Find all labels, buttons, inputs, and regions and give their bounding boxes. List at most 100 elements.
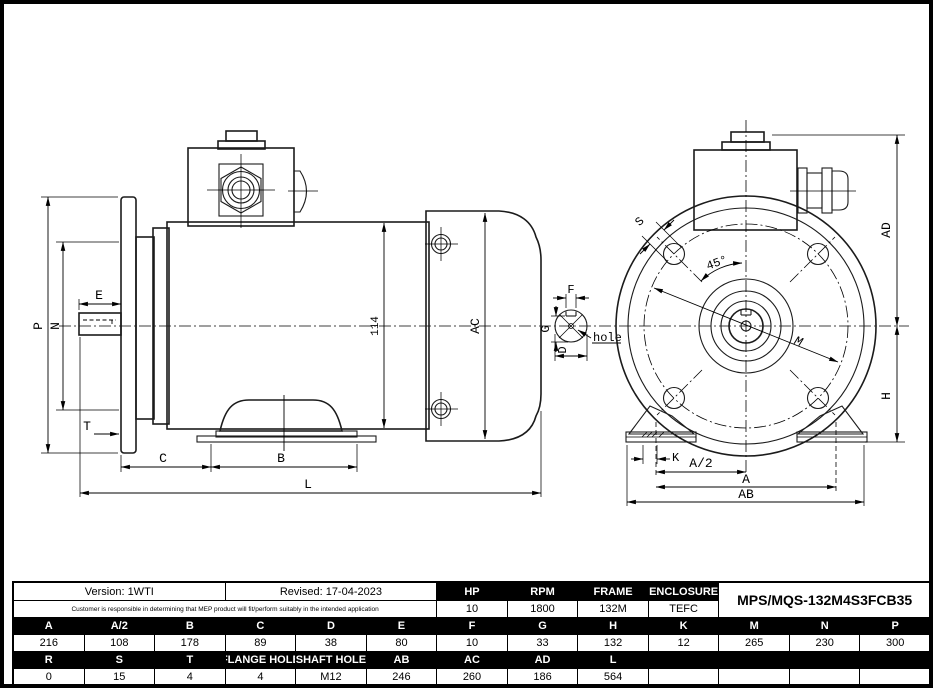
dim-value: 564: [578, 669, 649, 684]
side-view: P N E T C B L 114 AC: [31, 130, 542, 497]
dim-header: AC: [437, 652, 508, 669]
dim-header: G: [507, 618, 579, 635]
front-view: S 45° M AD H K A/2 A AB: [615, 120, 905, 506]
spec-table: Version: 1WTI Revised: 17-04-2023 HP RPM…: [12, 581, 929, 684]
dim-value: 80: [366, 635, 438, 652]
fan-cover-bolts: [425, 227, 458, 426]
dim-header: A: [14, 618, 85, 635]
dim-label-f: F: [567, 283, 574, 297]
dim-value: 33: [507, 635, 579, 652]
dim-label-k: K: [672, 451, 680, 465]
dim-label-a-half: A/2: [689, 456, 712, 471]
terminal-box-front: [693, 131, 856, 231]
dim-header: FLANGE HOLE: [225, 652, 297, 669]
dim-label-b: B: [277, 451, 285, 466]
dim-header: L: [578, 652, 649, 669]
cable-gland: [790, 167, 856, 214]
flange-bolt-holes: [662, 242, 830, 410]
dim-header: SHAFT HOLE: [296, 652, 367, 669]
dim-value: 4: [226, 669, 297, 684]
side-gland: [293, 170, 308, 213]
front-view-dimensions: S 45° M AD H K A/2 A AB: [626, 134, 905, 506]
dim-value: 186: [508, 669, 579, 684]
terminal-box: [187, 130, 318, 228]
dim-header: D: [296, 618, 367, 635]
version-cell: Version: 1WTI: [14, 583, 226, 601]
dim-label-ad: AD: [879, 222, 894, 238]
dim-label-n: N: [48, 322, 63, 330]
dim-value: 216: [14, 635, 85, 652]
dim-value: 260: [437, 669, 508, 684]
dim-header: N: [789, 618, 861, 635]
shaft: [78, 312, 122, 336]
dim-label-g: G: [539, 325, 553, 332]
dim-label-ab: AB: [738, 487, 754, 502]
dim-label-s: S: [632, 214, 647, 229]
dim-value-empty: [649, 669, 720, 684]
motor-body: [166, 221, 430, 430]
foot-web: [218, 399, 344, 432]
dim-value: 246: [367, 669, 438, 684]
dim-value: 300: [860, 635, 929, 652]
bolt-circle: [643, 223, 849, 429]
dim-value: 108: [84, 635, 156, 652]
dim-header: A/2: [84, 618, 156, 635]
spec-header-rpm: RPM: [507, 583, 579, 601]
header-filler: [648, 652, 929, 669]
dim-value: 178: [155, 635, 226, 652]
endbell-ring: [152, 227, 170, 425]
dim-value: 4: [155, 669, 226, 684]
spec-value-hp: 10: [437, 601, 508, 618]
shaft-section-detail: F G D hole: [539, 283, 622, 361]
revised-cell: Revised: 17-04-2023: [225, 583, 438, 601]
motor-technical-drawing: P N E T C B L 114 AC: [31, 120, 909, 506]
dim-label-p: P: [31, 322, 46, 330]
dim-value: 38: [296, 635, 367, 652]
dim-label-e: E: [95, 288, 103, 303]
spec-header-hp: HP: [437, 583, 508, 601]
dim-label-ac: AC: [468, 318, 483, 334]
dim-value: 265: [719, 635, 790, 652]
spec-header-frame: FRAME: [578, 583, 649, 601]
dim-value: M12: [296, 669, 367, 684]
dim-value: 15: [85, 669, 156, 684]
dim-label-45deg: 45°: [704, 253, 729, 274]
dim-header: S: [84, 652, 156, 669]
dim-header: P: [860, 618, 929, 635]
dim-value: 0: [14, 669, 85, 684]
dim-label-h: H: [879, 392, 894, 400]
foot-base: [196, 435, 377, 443]
dim-header: M: [719, 618, 790, 635]
dim-value-empty: [719, 669, 790, 684]
dim-header: E: [366, 618, 438, 635]
fan-cover: [425, 210, 542, 442]
dim-label-114: 114: [370, 316, 382, 336]
spec-value-rpm: 1800: [507, 601, 579, 618]
dim-label-t: T: [83, 419, 91, 434]
dim-value: 10: [437, 635, 508, 652]
dim-header: R: [14, 652, 85, 669]
model-number: MPS/MQS-132M4S3FCB35: [719, 583, 929, 618]
spec-header-enclosure: ENCLOSURE: [648, 583, 720, 601]
hole-callout-label: hole: [593, 331, 622, 345]
dim-header: B: [155, 618, 226, 635]
flange-disc: [120, 196, 137, 454]
foot-pad: [215, 430, 358, 438]
dim-header: C: [225, 618, 297, 635]
bolt-hole-centerlines: [656, 236, 836, 416]
dim-header: H: [578, 618, 649, 635]
dim-value: 12: [648, 635, 720, 652]
flange-adapter: [135, 236, 155, 420]
dim-value: 230: [789, 635, 861, 652]
dim-header: K: [648, 618, 720, 635]
dim-label-d: D: [556, 346, 570, 353]
dim-label-l: L: [304, 477, 312, 492]
dim-value: 132: [578, 635, 649, 652]
feet-front: [625, 405, 868, 443]
dim-value: 89: [225, 635, 297, 652]
dim-header: AB: [366, 652, 438, 669]
dim-header: AD: [507, 652, 579, 669]
dim-header: T: [155, 652, 226, 669]
dim-label-a: A: [742, 472, 750, 487]
